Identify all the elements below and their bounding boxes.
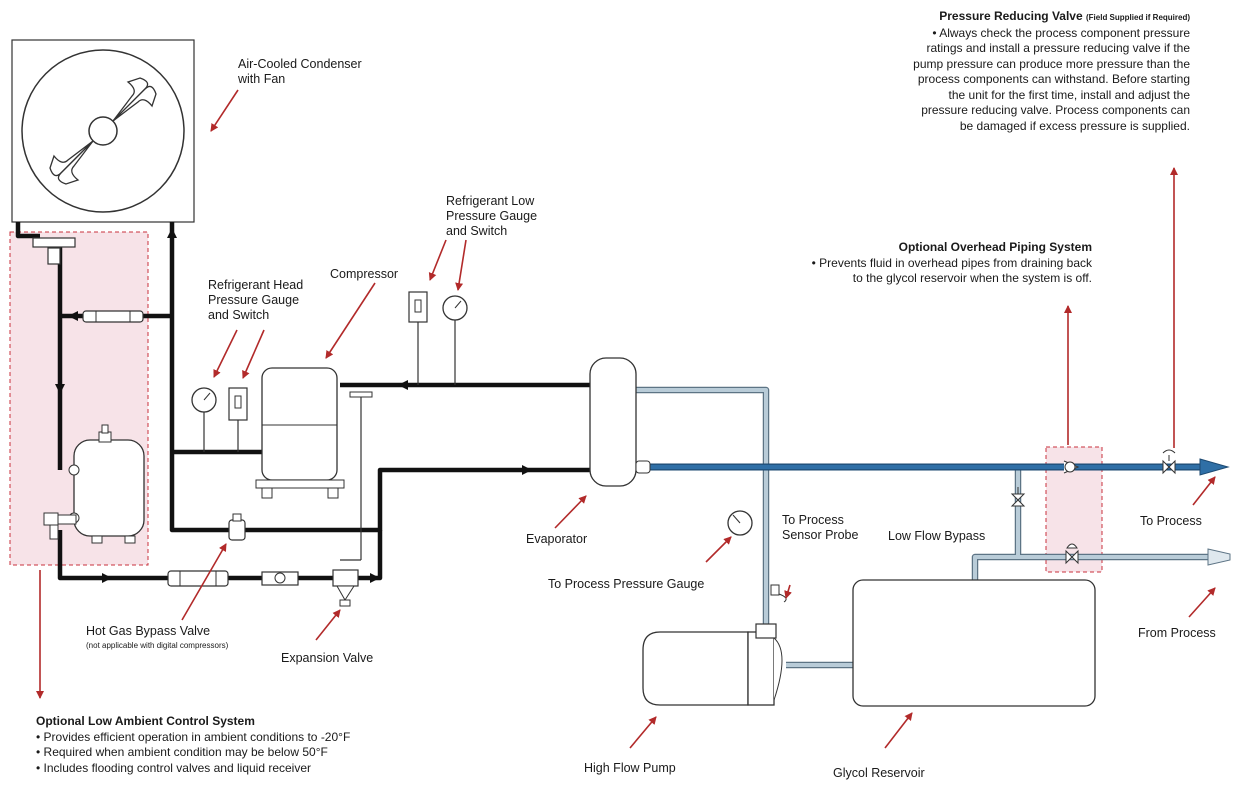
head-pressure-switch-icon xyxy=(228,387,248,452)
to-process-sensor-label: To Process Sensor Probe xyxy=(782,513,859,542)
high-flow-pump-label: High Flow Pump xyxy=(584,761,676,775)
pressure-reducing-valve-icon xyxy=(1162,449,1176,475)
hot-gas-bypass-valve-icon xyxy=(228,513,246,541)
low-flow-bypass-valve-icon xyxy=(1010,487,1026,507)
from-process-label: From Process xyxy=(1138,626,1216,640)
process-pressure-gauge-label: To Process Pressure Gauge xyxy=(548,577,705,591)
evaporator-label: Evaporator xyxy=(526,532,588,546)
to-process-label: To Process xyxy=(1140,514,1202,528)
head-pressure-gauge-icon xyxy=(191,387,217,452)
evaporator-icon xyxy=(589,357,651,487)
refrigerant-head-label: Refrigerant Head Pressure Gauge and Swit… xyxy=(208,278,304,322)
condenser-fan-icon xyxy=(11,39,195,223)
pressure-reducing-subtitle: (Field Supplied if Required) xyxy=(1086,13,1190,22)
liquid-receiver-icon xyxy=(68,424,145,544)
high-flow-pump-icon xyxy=(642,623,783,706)
check-valve-icon xyxy=(1063,460,1080,474)
process-pressure-gauge-icon xyxy=(727,510,753,536)
glycol-reservoir-label: Glycol Reservoir xyxy=(833,766,925,780)
pressure-reducing-title: Pressure Reducing Valve xyxy=(939,9,1083,23)
expansion-valve-label: Expansion Valve xyxy=(281,651,374,665)
refrigerant-flow-arrows xyxy=(55,228,532,583)
hot-gas-bypass-note: (not applicable with digital compressors… xyxy=(86,641,229,650)
compressor-label: Compressor xyxy=(330,267,399,281)
process-sensor-probe-icon xyxy=(770,584,787,603)
condenser-label: Air-Cooled Condenser with Fan xyxy=(238,57,362,86)
refrigerant-piping xyxy=(15,222,590,581)
process-return-fill xyxy=(636,388,1210,667)
pressure-reducing-note: Pressure Reducing Valve (Field Supplied … xyxy=(913,9,1190,133)
sight-glass-icon xyxy=(261,571,299,586)
low-pressure-switch-icon xyxy=(408,291,428,385)
refrigerant-low-label: Refrigerant Low Pressure Gauge and Switc… xyxy=(446,194,538,238)
low-flow-bypass-label: Low Flow Bypass xyxy=(888,529,986,543)
hot-gas-bypass-label: Hot Gas Bypass Valve xyxy=(86,624,211,638)
filter-drier-icon xyxy=(82,310,144,323)
compressor-icon xyxy=(255,367,373,499)
callout-arrows xyxy=(36,89,1216,749)
overhead-solenoid-valve-icon xyxy=(1065,543,1079,565)
expansion-valve-icon xyxy=(332,569,359,607)
liquid-line-filter-icon xyxy=(167,570,229,587)
head-pressure-valve-icon xyxy=(43,512,77,540)
flooding-valve-icon xyxy=(32,237,76,265)
overhead-piping-note: Optional Overhead Piping System • Preven… xyxy=(811,240,1092,285)
low-pressure-gauge-icon xyxy=(442,295,468,385)
glycol-reservoir-icon xyxy=(852,579,1096,707)
low-ambient-note: Optional Low Ambient Control System • Pr… xyxy=(36,714,351,775)
process-supply-piping xyxy=(650,458,1231,566)
